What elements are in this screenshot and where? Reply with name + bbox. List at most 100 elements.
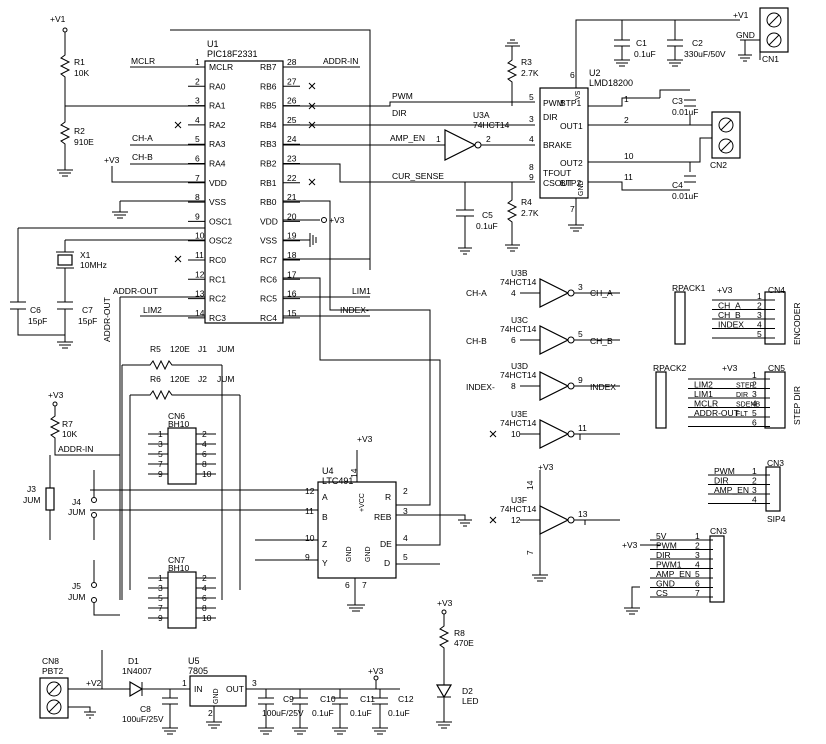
buffer-bubble	[567, 382, 575, 390]
mcu-pin-name: RC3	[209, 313, 226, 323]
mcu-ref: U1	[207, 39, 219, 49]
mcu-pin-name: RA2	[209, 120, 226, 130]
svg-text:7: 7	[570, 204, 575, 214]
svg-text:JUM: JUM	[68, 507, 85, 517]
svg-text:C6: C6	[30, 305, 41, 315]
connector-ref: CN4	[768, 285, 785, 295]
mcu-pin-name: MCLR	[209, 62, 233, 72]
svg-text:R1: R1	[74, 57, 85, 67]
connector-body	[764, 371, 786, 429]
mcu-pin-number: 9	[195, 211, 200, 221]
mcu-pin-number: 23	[287, 154, 297, 164]
svg-text:C3: C3	[672, 96, 683, 106]
buffer-ref: U3D	[511, 361, 528, 371]
connector-pin-number: 5	[757, 329, 762, 339]
svg-text:OUT: OUT	[226, 684, 244, 694]
rail-label: +V3	[717, 285, 733, 295]
mcu-pin-number: 27	[287, 76, 297, 86]
mcu-pin-name: RC2	[209, 294, 226, 304]
buffer-out-pin: 9	[578, 375, 583, 385]
svg-text:LIM1: LIM1	[352, 286, 371, 296]
mcu-pin-name: RC1	[209, 274, 226, 284]
buffer-supply	[532, 433, 586, 582]
svg-text:PBT2: PBT2	[42, 666, 64, 676]
connector-pin-number: 3	[757, 310, 762, 320]
buffer-ref: U3C	[511, 315, 528, 325]
net-rb0	[283, 200, 431, 506]
capacitor-c6	[10, 228, 65, 336]
connector-alt-label: SDENB	[736, 402, 760, 409]
connector-pin-number: 1	[695, 531, 700, 541]
connector-signal-label: GND	[656, 579, 675, 589]
buffer-triangle	[539, 371, 570, 401]
connector-signal-label: CH_A	[718, 301, 741, 311]
mcu-pin-number: 12	[195, 269, 205, 279]
rpack-label: RPACK2	[653, 363, 687, 373]
svg-text:ADDR-IN: ADDR-IN	[58, 444, 93, 454]
connector-signal-label: CH_B	[718, 310, 741, 320]
connector-pin-number: 7	[695, 588, 700, 598]
svg-text:0.01uF: 0.01uF	[672, 191, 698, 201]
buffer-bubble	[567, 516, 575, 524]
buffer-part: 74HCT14	[500, 370, 537, 380]
svg-text:R5: R5	[150, 344, 161, 354]
rail-label: +V3	[722, 363, 738, 373]
connector-pin-number: 5	[752, 408, 757, 418]
resistor-r5: R5 120E J1 JUM	[121, 344, 234, 600]
svg-text:Y: Y	[322, 558, 328, 568]
connector-pin-number: 2	[752, 476, 757, 486]
svg-text:C1: C1	[636, 38, 647, 48]
mcu-pin-number: 2	[195, 76, 200, 86]
svg-text:IN: IN	[194, 684, 203, 694]
svg-text:0.1uF: 0.1uF	[350, 708, 372, 718]
svg-text:TFOUT: TFOUT	[543, 168, 571, 178]
svg-text:D: D	[384, 558, 390, 568]
resistor-r7: +V3 R7 10K ADDR-IN	[48, 390, 120, 456]
svg-text:6: 6	[570, 70, 575, 80]
svg-text:1: 1	[436, 134, 441, 144]
svg-text:DE: DE	[380, 539, 392, 549]
capacitor-c9	[258, 689, 274, 735]
mcu-pin-number: 7	[195, 173, 200, 183]
svg-text:1: 1	[624, 94, 629, 104]
mcu-pin-name: RB0	[260, 197, 277, 207]
svg-text:3: 3	[403, 506, 408, 516]
connector-pin-number: 4	[752, 495, 757, 505]
connector-pin-number: 3	[695, 550, 700, 560]
svg-text:R4: R4	[521, 197, 532, 207]
net-cha-label: CH-A	[132, 133, 153, 143]
header-ref: CN7	[168, 555, 185, 565]
connector-signal-label: LIM2	[694, 380, 713, 390]
mcu-pin-number: 17	[287, 269, 297, 279]
svg-text:+VCC: +VCC	[359, 493, 366, 512]
svg-text:9: 9	[529, 172, 534, 182]
svg-text:CN2: CN2	[710, 160, 727, 170]
svg-text:J3: J3	[27, 484, 36, 494]
connector-signal-label: AMP_EN	[714, 485, 749, 495]
rail-label: +V3	[622, 540, 638, 550]
mcu-pin-number: 26	[287, 96, 297, 106]
net-cur-label: CUR_SENSE	[392, 171, 444, 181]
svg-text:R8: R8	[454, 628, 465, 638]
buffer-in-pin: 12	[511, 515, 521, 525]
connector-signal-label: AMP_EN	[656, 569, 691, 579]
svg-text:+V3: +V3	[538, 462, 554, 472]
mcu-pin-name: RA1	[209, 101, 226, 111]
mcu-pin-number: 22	[287, 173, 297, 183]
connector-signal-label: DIR	[714, 476, 729, 486]
buffer-out-pin: 5	[578, 329, 583, 339]
connector-signal-label: PWM	[714, 466, 735, 476]
svg-text:GND: GND	[736, 30, 755, 40]
crystal-x1: X1 10MHz	[56, 240, 107, 282]
connector-signal-label: DIR	[656, 550, 671, 560]
buffer-part: 74HCT14	[500, 324, 537, 334]
jumper-j4: J4 JUM	[68, 470, 97, 540]
svg-text:GND: GND	[346, 546, 353, 562]
transceiver-u4: U4 LTC491 A B Z Y 12 11 10 9 R REB DE D …	[90, 434, 472, 612]
mcu-pin-number: 8	[195, 192, 200, 202]
svg-text:+V3: +V3	[437, 598, 453, 608]
svg-text:C10: C10	[320, 694, 336, 704]
svg-text:+V3: +V3	[329, 215, 345, 225]
mcu-pin-name: RC4	[260, 313, 277, 323]
